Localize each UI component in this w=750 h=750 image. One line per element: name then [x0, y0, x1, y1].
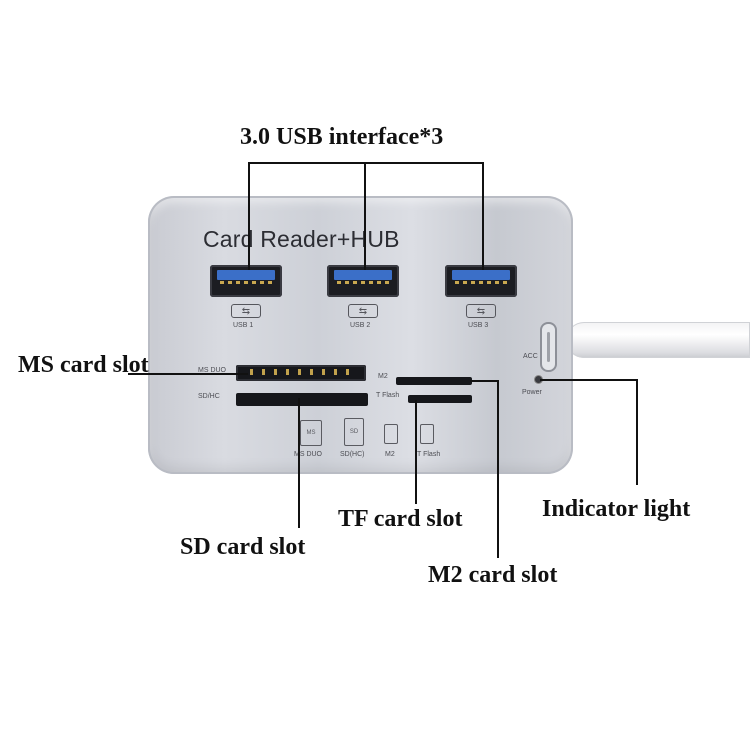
- usb-icon: ⇆: [348, 304, 378, 318]
- sd-callout-line: [298, 398, 300, 528]
- card-reader-hub-body: [148, 196, 573, 474]
- usb-port-2: [327, 265, 399, 297]
- tf-slot-marking: T Flash: [376, 392, 400, 399]
- m2-slot-callout: M2 card slot: [428, 562, 558, 588]
- m2-slot-marking: M2: [378, 373, 388, 380]
- usb-port-label: USB 3: [468, 322, 489, 329]
- ms-callout-line: [128, 373, 248, 375]
- indicator-callout-line: [636, 379, 638, 485]
- usb-port-label: USB 1: [233, 322, 254, 329]
- usb-callout-line: [248, 162, 484, 164]
- usb-port-3: [445, 265, 517, 297]
- tf-card-icon: [420, 424, 434, 444]
- m2-callout-line: [470, 380, 498, 382]
- sd-slot-marking: SD/HC: [198, 393, 220, 400]
- indicator-callout-line: [540, 379, 638, 381]
- card-icon-label: M2: [385, 451, 395, 458]
- m2-callout-line: [497, 380, 499, 558]
- sd-card-slot: [236, 393, 368, 406]
- card-icon-label: MS DUO: [294, 451, 322, 458]
- usb-cable: [566, 322, 750, 358]
- power-label: Power: [522, 389, 542, 396]
- card-icon-label: T Flash: [417, 451, 441, 458]
- usb-callout-line: [364, 162, 366, 270]
- sd-slot-callout: SD card slot: [180, 534, 306, 560]
- usb-interface-callout: 3.0 USB interface*3: [240, 124, 444, 150]
- device-title: Card Reader+HUB: [203, 226, 400, 252]
- ms-card-slot: [236, 365, 366, 381]
- usb-callout-line: [248, 162, 250, 270]
- acc-switch: [540, 322, 557, 372]
- sd-card-icon: SD: [344, 418, 364, 446]
- card-icon-label: SD(HC): [340, 451, 365, 458]
- usb-icon: ⇆: [466, 304, 496, 318]
- ms-slot-marking: MS DUO: [198, 367, 226, 374]
- indicator-light-callout: Indicator light: [542, 496, 691, 522]
- ms-card-icon: MS: [300, 420, 322, 446]
- usb-port-1: [210, 265, 282, 297]
- acc-label: ACC: [523, 353, 538, 360]
- usb-port-label: USB 2: [350, 322, 371, 329]
- tf-slot-callout: TF card slot: [338, 506, 463, 532]
- usb-callout-line: [482, 162, 484, 270]
- tf-card-slot: [408, 395, 472, 403]
- ms-slot-callout: MS card slot: [18, 352, 149, 378]
- indicator-light: [535, 376, 542, 383]
- m2-card-slot: [396, 377, 472, 385]
- usb-icon: ⇆: [231, 304, 261, 318]
- m2-card-icon: [384, 424, 398, 444]
- tf-callout-line: [415, 400, 417, 504]
